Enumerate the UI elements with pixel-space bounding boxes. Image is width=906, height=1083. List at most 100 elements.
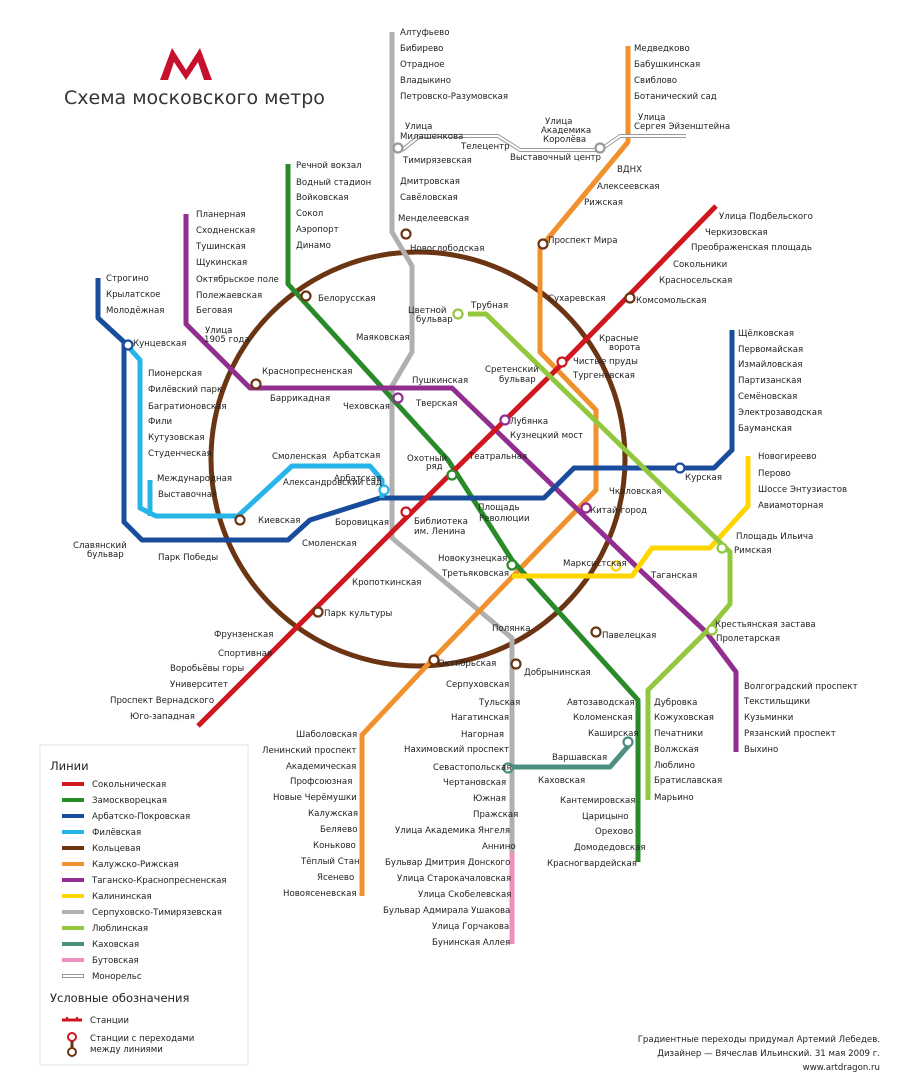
station-label: Аннино <box>482 842 516 852</box>
station-label: Пионерская <box>148 369 202 379</box>
transfer-node <box>392 392 404 404</box>
station-label: Полежаевская <box>196 291 262 301</box>
station-label: Тургеневская <box>572 371 635 381</box>
station-label: Алексеевская <box>597 182 660 192</box>
station-label: Сходненская <box>196 226 255 236</box>
legend-line-label: Бутовская <box>92 956 139 966</box>
transfer-node <box>556 356 568 368</box>
station-label: Автозаводская <box>567 698 635 708</box>
transfer-node <box>446 469 458 481</box>
legend-line-label: Замоскворецкая <box>92 796 167 806</box>
station-label: Улица Подбельского <box>719 212 813 222</box>
station-label: Крылатское <box>106 290 161 300</box>
legend-line-label: Калужско-Рижская <box>92 860 179 870</box>
station-label: Шаболовская <box>296 730 357 740</box>
station-label: Курская <box>685 473 722 483</box>
station-label: Серпуховская <box>446 680 509 690</box>
transfer-node <box>234 514 246 526</box>
station-label: Арбатская <box>333 451 380 461</box>
map-title: Схема московского метро <box>64 87 325 109</box>
station-label: Рижская <box>584 198 623 208</box>
station-label: Коньково <box>313 841 356 851</box>
legend-line-label: Монорельс <box>92 972 142 982</box>
station-label: Нахимовский проспект <box>404 745 509 755</box>
station-label: Марксистская <box>563 559 627 569</box>
legend-line-label: Кольцевая <box>92 844 141 854</box>
station-label: Международная <box>157 474 232 484</box>
station-label: Тульская <box>478 698 520 708</box>
station-label: Новогиреево <box>758 452 817 462</box>
credit-line-3: www.artdragon.ru <box>803 1063 880 1073</box>
station-label: Царицыно <box>582 812 629 822</box>
station-label: Аэропорт <box>296 225 339 235</box>
transfer-node <box>590 626 602 638</box>
station-label: Марьино <box>654 793 694 803</box>
station-label: Смоленская <box>302 539 357 549</box>
station-label: Новые Черёмушки <box>273 793 357 803</box>
station-label: Ботанический сад <box>634 92 717 102</box>
station-label: Улица <box>205 326 232 336</box>
station-label: Телецентр <box>460 142 510 152</box>
station-label: Проспект Вернадского <box>110 696 214 706</box>
transfer-node <box>400 506 412 518</box>
station-label: Водный стадион <box>296 178 371 188</box>
station-label: Славянский <box>73 541 127 551</box>
station-label: Лубянка <box>510 417 548 427</box>
station-label: Первомайская <box>738 345 803 355</box>
station-label: Тимирязевская <box>402 156 472 166</box>
station-label: бульвар <box>416 315 453 325</box>
station-label: Таганская <box>650 571 697 581</box>
transfer-node <box>452 308 464 320</box>
transfer-node <box>400 228 412 240</box>
transfer-node <box>706 624 718 636</box>
station-label: Красногвардейская <box>547 859 637 869</box>
station-label: Смоленская <box>272 452 327 462</box>
station-label: Октябрьская <box>438 659 496 669</box>
station-label: Выхино <box>744 745 778 755</box>
line-kahovskaya <box>510 742 632 770</box>
station-label: Севастопольская <box>433 763 511 773</box>
station-label: Крестьянская застава <box>715 620 816 630</box>
station-label: Бунинская Аллея <box>432 938 510 948</box>
station-label: Беляево <box>320 825 357 835</box>
station-label: Ленинский проспект <box>262 746 357 756</box>
station-label: бульвар <box>87 550 124 560</box>
station-label: Студенческая <box>148 449 212 459</box>
legend-line-label: Арбатско-Покровская <box>92 812 190 822</box>
station-label: Свиблово <box>634 76 677 86</box>
legend-transfer-symbol <box>67 1032 77 1042</box>
station-label: Сергея Эйзенштейна <box>634 122 730 132</box>
station-label: Полянка <box>492 624 530 634</box>
station-label: Университет <box>170 680 228 690</box>
transfer-node <box>300 290 312 302</box>
station-label: Кунцевская <box>133 339 186 349</box>
station-label: Кожуховская <box>654 713 714 723</box>
station-label: Тверская <box>415 399 457 409</box>
station-label: Трубная <box>470 301 508 311</box>
transfer-node <box>392 142 404 154</box>
transfer-node <box>510 658 522 670</box>
station-label: Маяковская <box>356 333 410 343</box>
station-label: Кузьминки <box>744 713 793 723</box>
station-label: Бабушкинская <box>634 60 700 70</box>
station-label: Фили <box>148 417 172 427</box>
transfer-node <box>378 484 390 496</box>
station-labels: АлтуфьевоБибиревоОтрадноеВладыкиноПетров… <box>73 28 858 948</box>
station-label: Театральная <box>468 452 527 462</box>
transfer-node <box>428 654 440 666</box>
transfer-node <box>499 414 511 426</box>
station-label: Планерная <box>196 210 246 220</box>
station-label: Академика <box>541 126 591 136</box>
station-label: Войковская <box>296 193 349 203</box>
line-sertim <box>389 32 515 852</box>
transfer-node <box>250 378 262 390</box>
station-label: Волгоградский проспект <box>744 682 858 692</box>
station-label: Люблино <box>654 761 695 771</box>
station-label: Чеховская <box>343 402 390 412</box>
station-label: Кропоткинская <box>352 578 421 588</box>
station-label: Парк культуры <box>324 609 392 619</box>
legend-line-label: Люблинская <box>92 924 148 934</box>
station-label: Варшавская <box>552 753 607 763</box>
station-label: Чертановская <box>443 778 506 788</box>
station-label: Текстильщики <box>743 697 810 707</box>
